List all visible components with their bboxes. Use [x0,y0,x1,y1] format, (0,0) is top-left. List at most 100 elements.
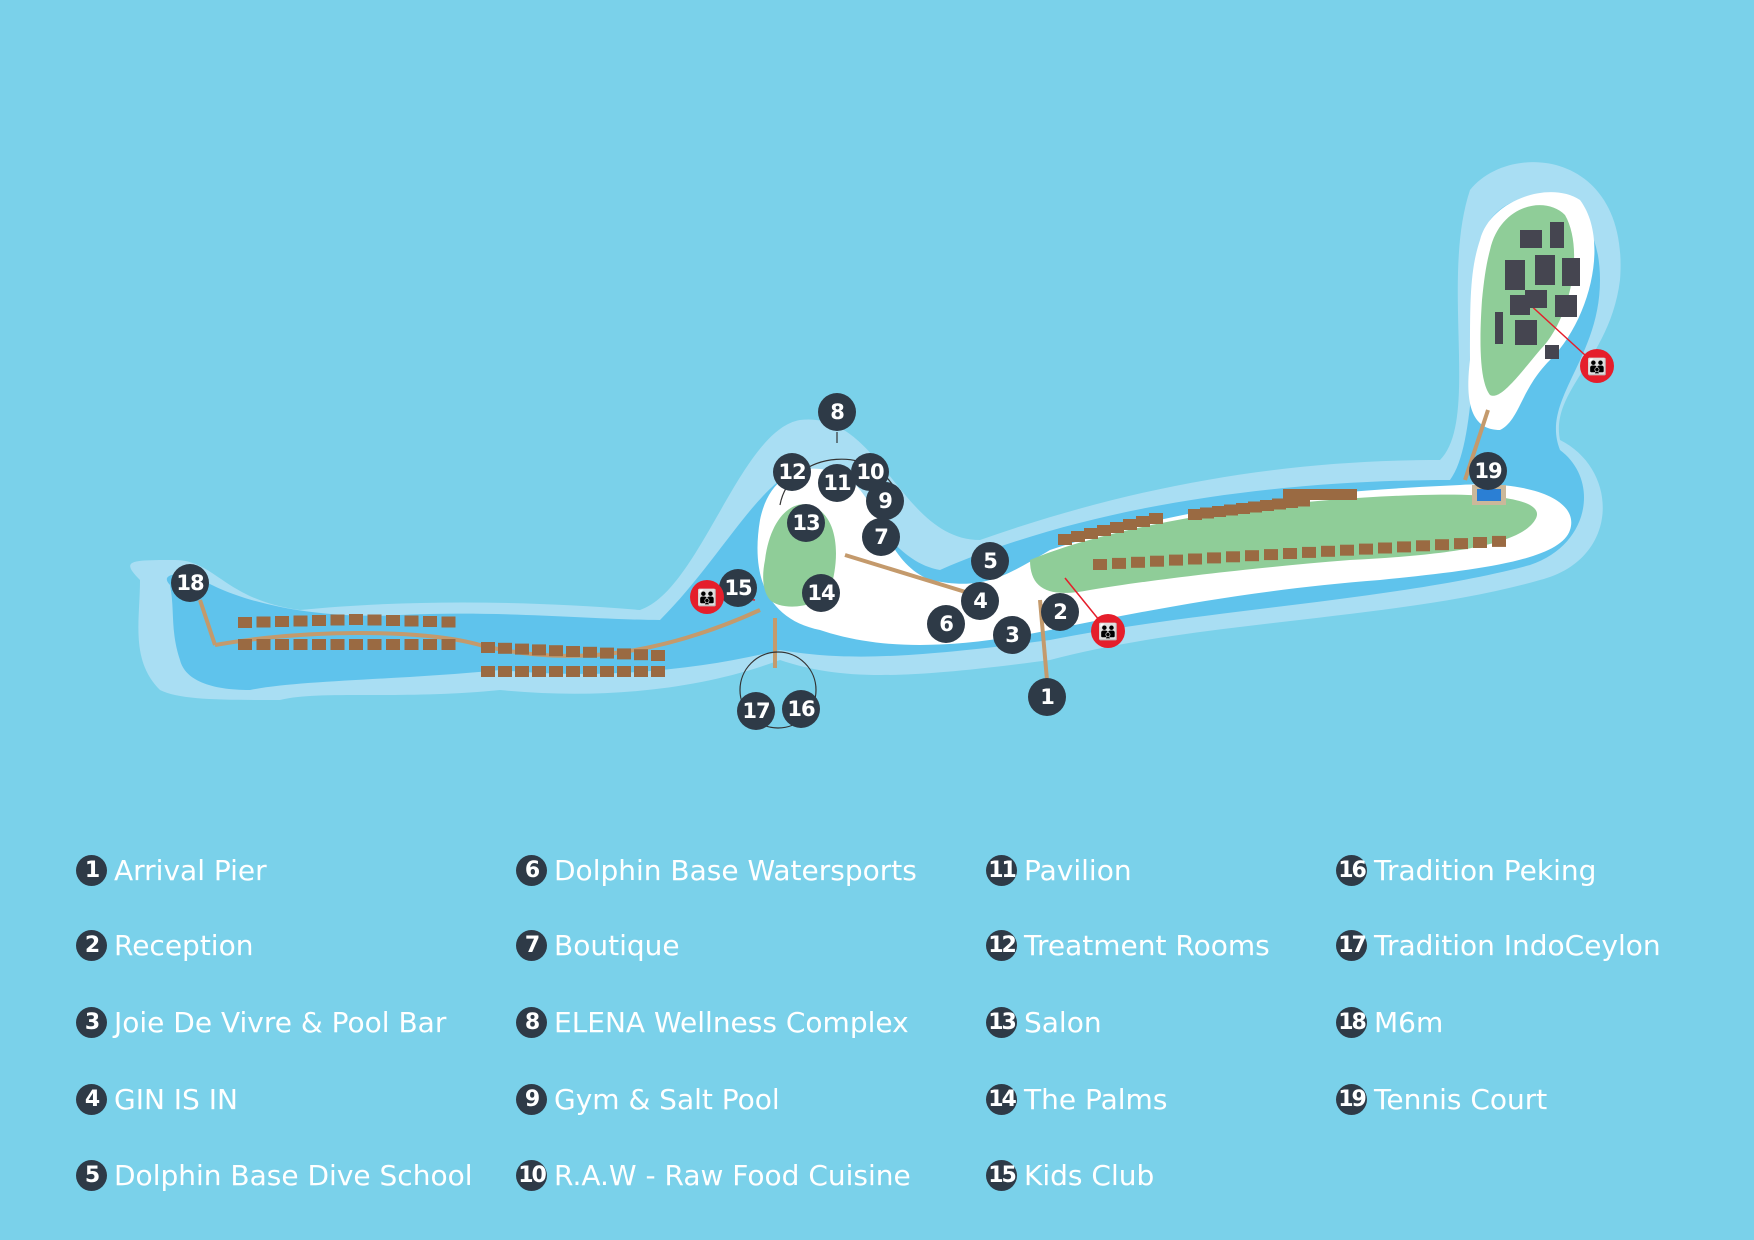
villa [1435,539,1449,551]
villa [1319,489,1333,500]
villa [330,639,345,650]
map-marker-10[interactable]: 10 [851,453,889,491]
legend-label: ELENA Wellness Complex [554,1005,909,1039]
villa [1123,519,1137,530]
villa [312,615,326,626]
villa [275,616,289,627]
villa [1302,546,1316,558]
map-marker-7[interactable]: 7 [862,518,900,556]
map-marker-19[interactable]: 19 [1469,452,1507,490]
villa [256,639,271,650]
assembly-point-icon: 👪 [1580,349,1614,383]
map-marker-11[interactable]: 11 [818,464,856,502]
villa [481,666,495,677]
legend-number-badge: 8 [516,1006,547,1038]
legend-number-badge: 12 [986,929,1017,961]
legend-label: Kids Club [1024,1158,1155,1192]
villa [1112,557,1126,569]
villa [1110,522,1124,533]
villa [481,642,495,653]
villa [386,639,400,650]
villa [349,614,363,625]
legend-number-badge: 17 [1336,929,1367,961]
villa [532,644,546,656]
legend-number-badge: 2 [76,929,107,961]
villa [423,639,437,650]
villa [367,639,382,650]
villa [1307,489,1321,500]
map-marker-1[interactable]: 1 [1028,678,1066,716]
villa [1397,541,1411,553]
legend-label: Tennis Court [1374,1082,1548,1116]
map-marker-3[interactable]: 3 [993,616,1031,654]
villa [1343,489,1357,500]
villa [1169,554,1183,566]
villa [1058,534,1072,545]
legend-number-badge: 18 [1336,1006,1367,1038]
legend-number-badge: 7 [516,929,547,961]
map-marker-15[interactable]: 15 [719,569,757,607]
villa [1272,498,1286,510]
map-marker-16[interactable]: 16 [782,690,820,728]
map-marker-17[interactable]: 17 [737,692,775,730]
villa [367,614,382,626]
map-marker-5[interactable]: 5 [971,542,1009,580]
legend-label: Boutique [554,928,680,962]
legend-label: Arrival Pier [114,853,267,887]
legend-number-badge: 5 [76,1159,107,1191]
villa [583,666,597,677]
staff-buildings [1495,222,1580,359]
villa [617,648,631,660]
map-marker-13[interactable]: 13 [787,504,825,542]
villa [256,616,271,628]
map-marker-14[interactable]: 14 [802,574,840,612]
map-marker-12[interactable]: 12 [773,453,811,491]
map-marker-18[interactable]: 18 [171,564,209,602]
legend-number-badge: 11 [986,854,1017,886]
villa [617,666,631,677]
map-marker-4[interactable]: 4 [961,582,999,620]
villa [1264,549,1278,561]
villa [1150,555,1164,567]
villa [349,639,363,650]
map-marker-9[interactable]: 9 [866,482,904,520]
villa [404,639,419,650]
villa [1207,552,1221,564]
villa [441,616,456,628]
villa [566,646,580,657]
legend-label: Reception [114,928,254,962]
legend-number-badge: 10 [516,1159,547,1191]
map-marker-6[interactable]: 6 [927,605,965,643]
villa [634,666,648,677]
villa [1321,545,1335,557]
tennis-court [1472,485,1506,505]
villa [386,615,400,626]
legend-number-badge: 3 [76,1006,107,1038]
legend-number-badge: 9 [516,1083,547,1115]
villa [583,646,597,658]
villa [1283,489,1297,500]
villa [1359,543,1373,555]
villa [404,615,419,627]
legend-label: Pavilion [1024,853,1132,887]
water-villas [238,489,1506,677]
map-marker-2[interactable]: 2 [1041,593,1079,631]
map-marker-8[interactable]: 8 [818,393,856,431]
assembly-point-icon: 👪 [1091,614,1125,648]
legend-label: Gym & Salt Pool [554,1082,780,1116]
villa [1084,528,1098,539]
villa [515,643,529,655]
villa [1295,489,1309,500]
villa [441,639,456,650]
